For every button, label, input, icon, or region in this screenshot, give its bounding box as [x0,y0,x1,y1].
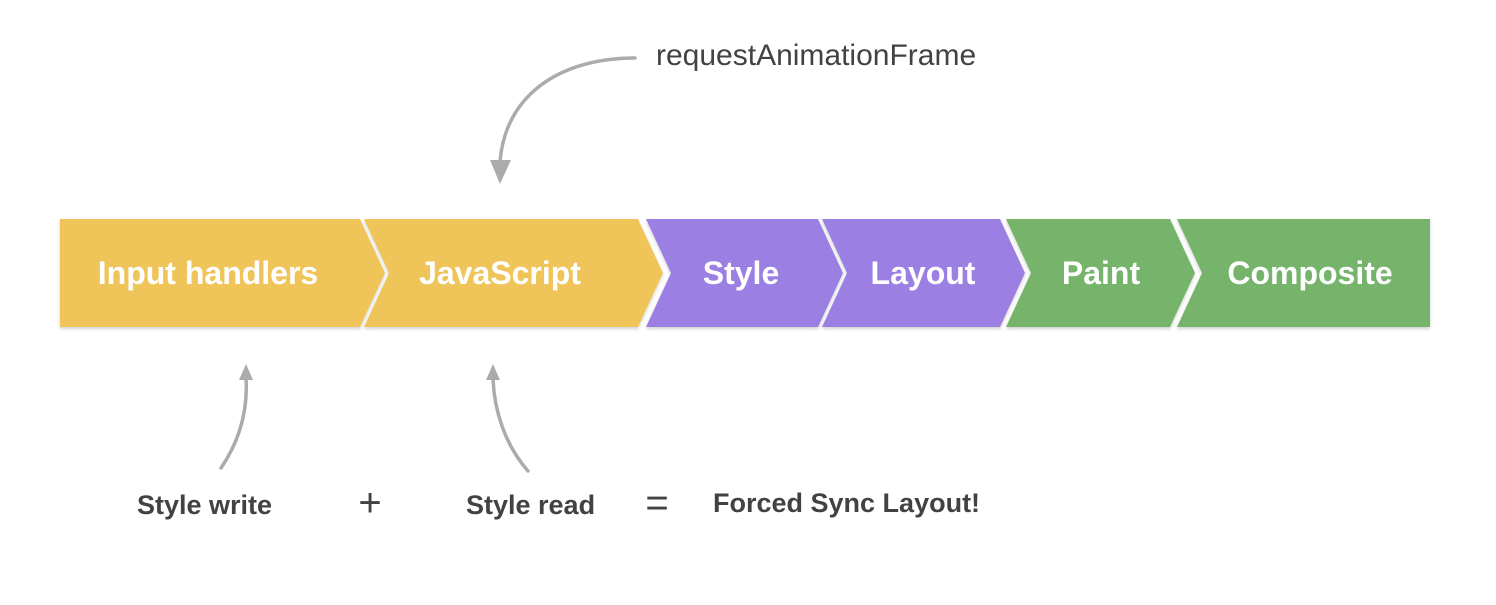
style-write-label: Style write [137,490,272,520]
stage-style-label: Style [703,255,779,291]
stage-input-handlers-label: Input handlers [98,255,318,291]
pipeline: Input handlers JavaScript Style Layout P… [60,219,1430,327]
stage-paint: Paint [1006,219,1195,327]
stage-layout-label: Layout [871,255,976,291]
style-read-label: Style read [466,490,595,520]
stage-paint-shape [1006,219,1195,327]
raf-arrowhead [490,160,511,184]
equals-sign: = [645,481,668,525]
stage-javascript-shape [364,219,663,327]
style-read-arrow-line [491,376,530,473]
stage-paint-label: Paint [1062,255,1141,291]
style-write-arrowhead [239,364,253,380]
stage-javascript-label: JavaScript [419,255,581,291]
stage-style-shape [646,219,843,327]
stage-input-handlers-shape [60,219,385,327]
stage-javascript: JavaScript [364,219,663,327]
style-read-arrowhead [486,364,500,380]
stage-composite-label: Composite [1227,255,1392,291]
stage-layout-shape [822,219,1025,327]
stage-composite-shape [1177,219,1430,327]
raf-label: requestAnimationFrame [656,39,976,72]
style-write-arrow-line [219,376,249,470]
result-label: Forced Sync Layout! [713,488,980,518]
stage-input-handlers: Input handlers [60,219,385,327]
plus-sign: + [358,481,381,525]
raf-arrow-line [498,56,637,164]
stage-composite: Composite [1177,219,1430,327]
stage-layout: Layout [822,219,1025,327]
stage-style: Style [646,219,843,327]
